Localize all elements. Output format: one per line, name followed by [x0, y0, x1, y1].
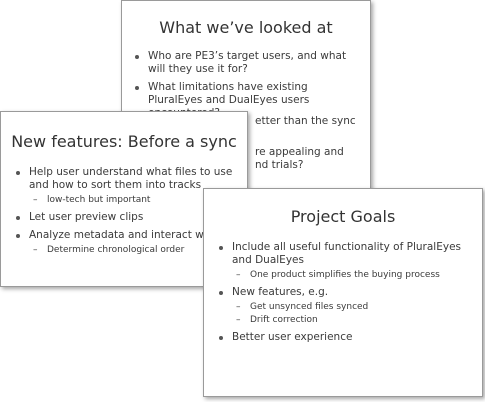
- sub-list: –One product simplifies the buying proce…: [232, 270, 470, 281]
- bullet-item: Analyze metadata and interact with –Dete…: [15, 229, 243, 256]
- sub-item: –Determine chronological order: [33, 245, 185, 255]
- sub-list: –low-tech but important: [29, 195, 243, 206]
- bullet-dot-icon: [219, 336, 223, 340]
- dash-icon: –: [33, 195, 38, 205]
- bullet-fragment: re appealing and: [255, 146, 344, 158]
- bullet-dot-icon: [219, 291, 223, 295]
- slide-title: Project Goals: [290, 207, 396, 226]
- bullet-dot-icon: [219, 246, 223, 250]
- bullet-fragment: nd trials?: [255, 159, 304, 171]
- sub-item: –Get unsynced files synced: [236, 302, 369, 312]
- bullet-dot-icon: [16, 171, 20, 175]
- slide-title: New features: Before a sync: [11, 132, 237, 151]
- sub-list: –Determine chronological order: [29, 245, 243, 256]
- sub-item: –Drift correction: [236, 315, 318, 325]
- bullet-item: Who are PE3’s target users, and what wil…: [134, 50, 364, 76]
- bullet-list: Help user understand what files to use a…: [15, 166, 243, 261]
- bullet-list: Include all useful functionality of Plur…: [218, 241, 470, 349]
- bullet-item: Better user experience: [218, 331, 470, 344]
- bullet-item: Let user preview clips: [15, 211, 243, 224]
- dash-icon: –: [236, 302, 241, 312]
- slide-project-goals: Project Goals Include all useful functio…: [203, 188, 483, 397]
- bullet-item: New features, e.g. –Get unsynced files s…: [218, 286, 470, 326]
- slide-title: What we’ve looked at: [159, 18, 333, 37]
- bullet-dot-icon: [135, 55, 139, 59]
- bullet-item: Help user understand what files to use a…: [15, 166, 243, 206]
- sub-item: –low-tech but important: [33, 195, 151, 205]
- dash-icon: –: [33, 245, 38, 255]
- dash-icon: –: [236, 270, 241, 280]
- bullet-dot-icon: [16, 216, 20, 220]
- sub-item: –One product simplifies the buying proce…: [236, 270, 440, 280]
- dash-icon: –: [236, 315, 241, 325]
- sub-list: –Get unsynced files synced –Drift correc…: [232, 302, 470, 326]
- bullet-item: Include all useful functionality of Plur…: [218, 241, 470, 281]
- bullet-dot-icon: [135, 86, 139, 90]
- bullet-fragment: etter than the sync: [255, 115, 356, 127]
- bullet-dot-icon: [16, 234, 20, 238]
